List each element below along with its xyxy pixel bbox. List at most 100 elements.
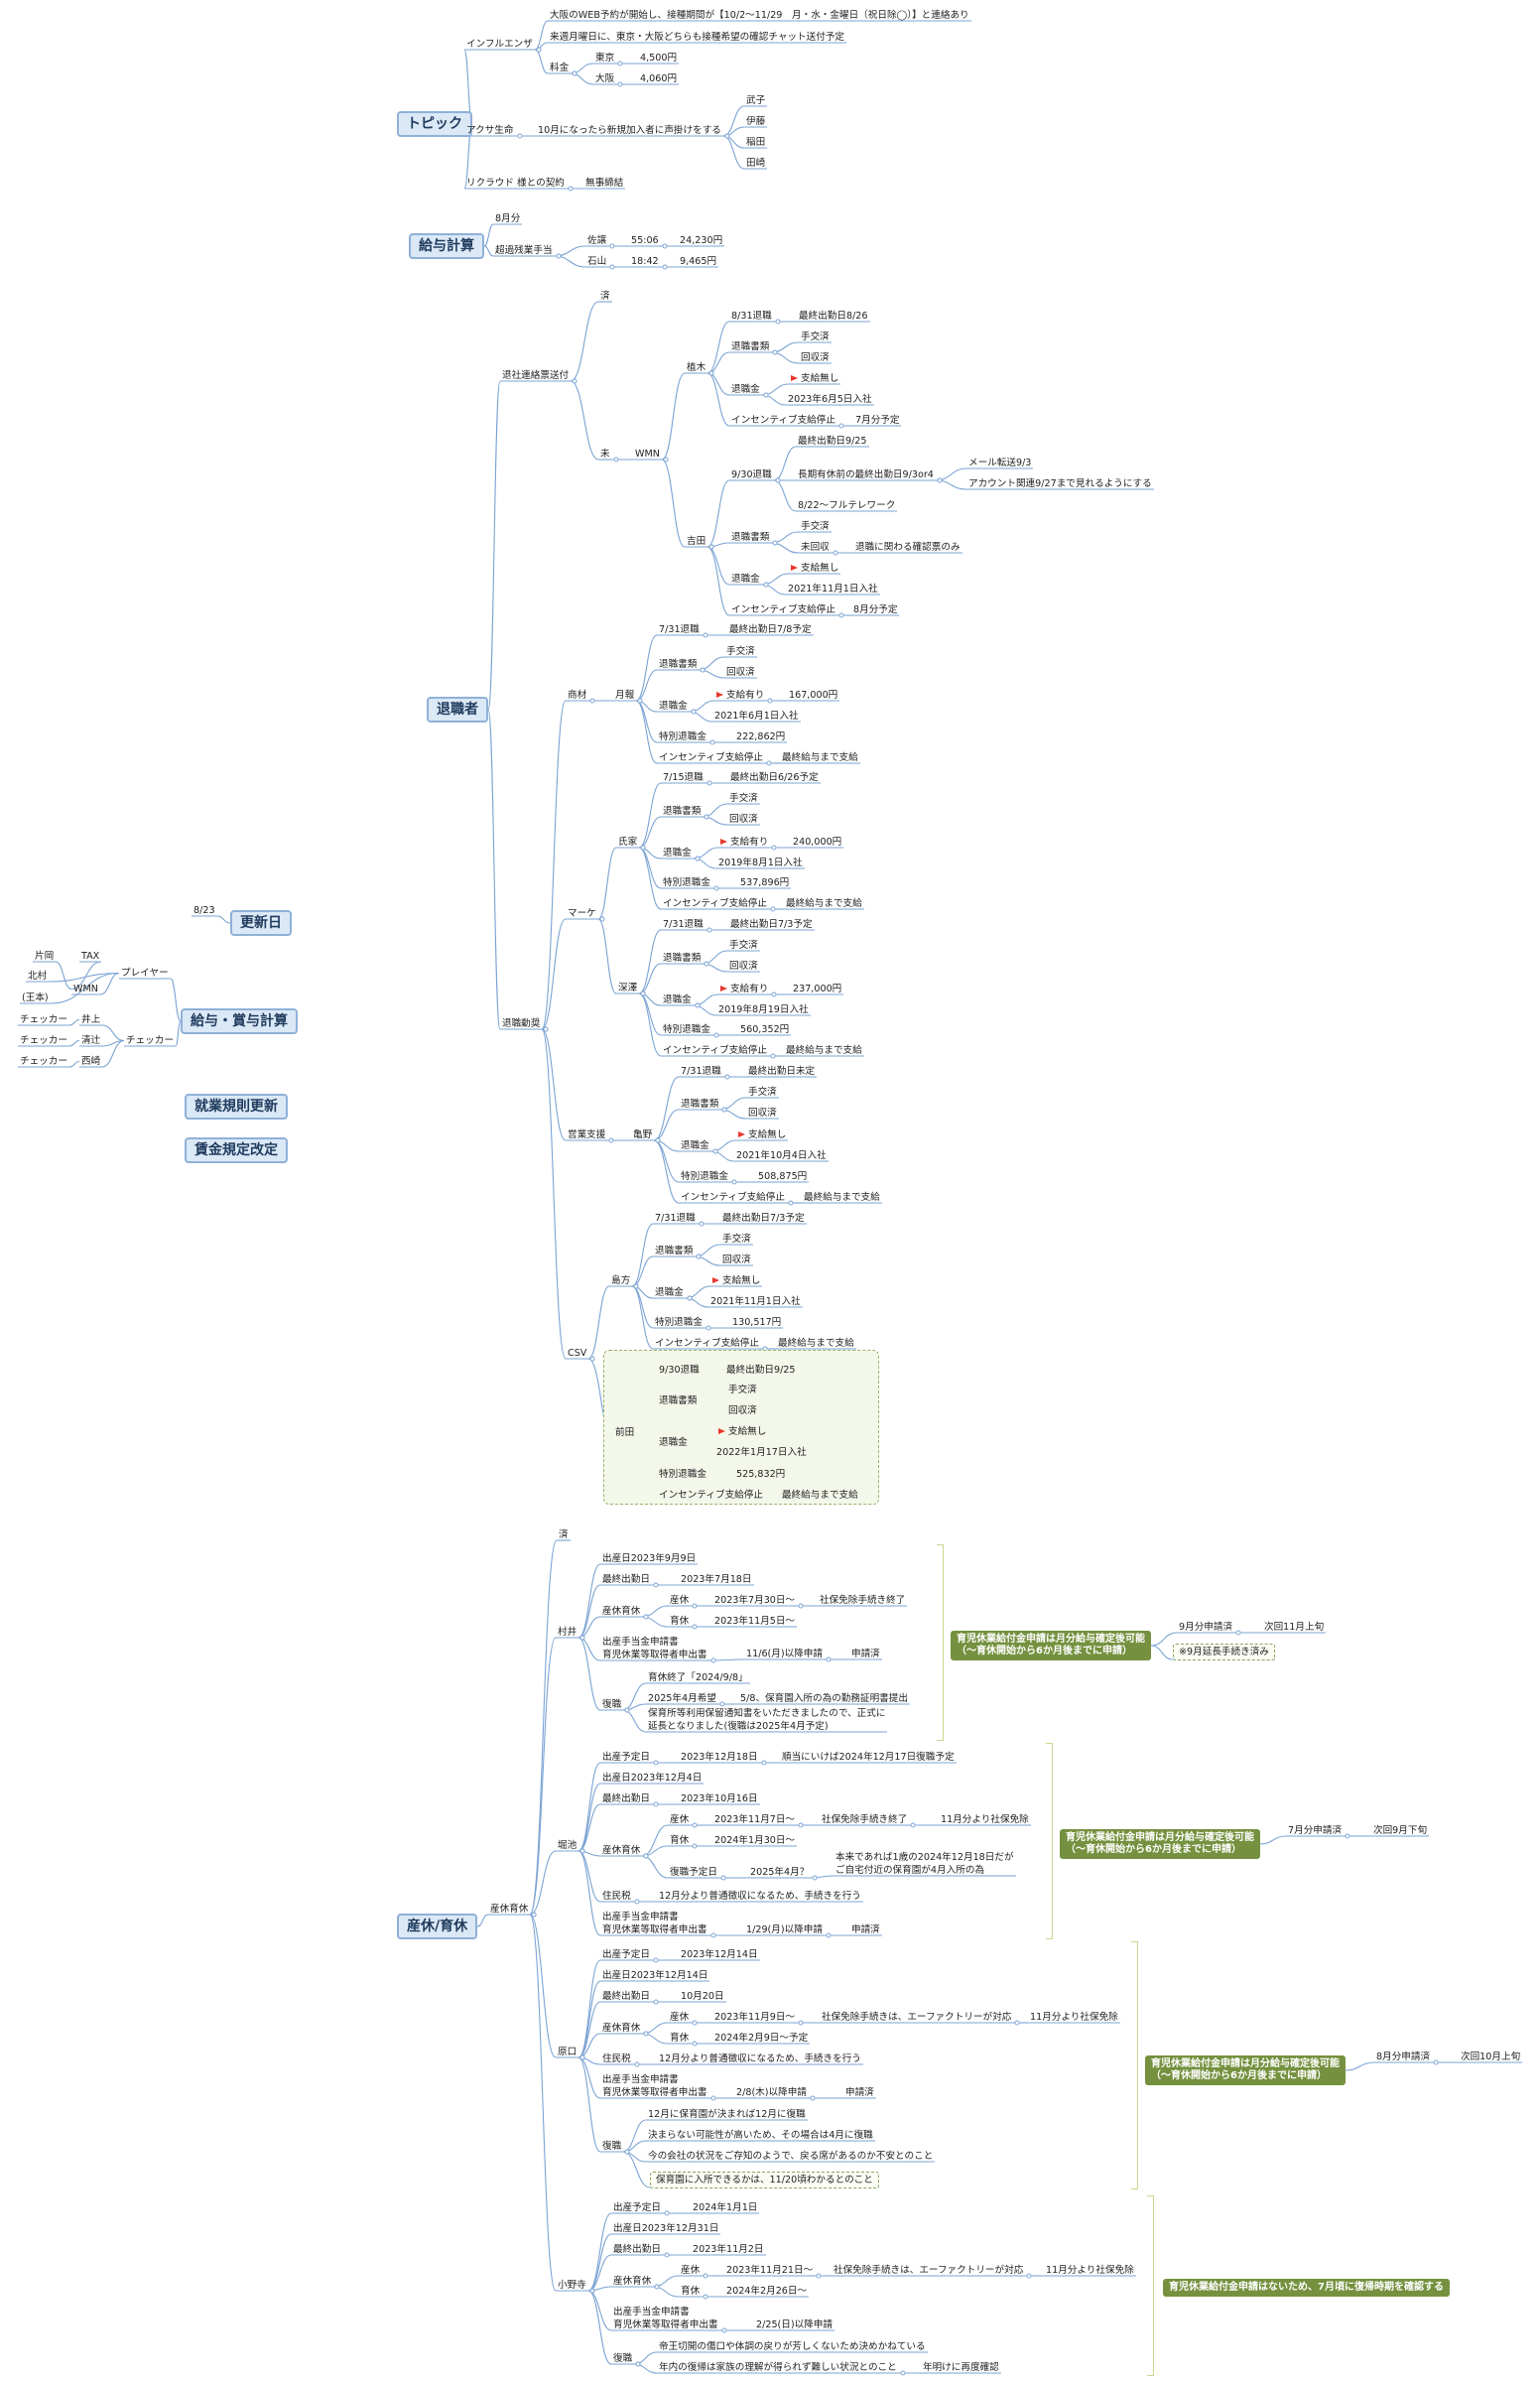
node-pay[interactable]: 給与計算 — [409, 233, 484, 259]
node-mu5a[interactable]: 育休終了「2024/9/8」 — [648, 1672, 748, 1683]
node-tb3b[interactable]: 2021年6月1日入社 — [714, 711, 799, 722]
node-tb1[interactable]: 7/31退職 — [659, 624, 700, 635]
node-asahi[interactable]: アクサ生命 — [466, 125, 514, 136]
node-ks4[interactable]: 特別退職金 — [655, 1317, 703, 1328]
node-player[interactable]: プレイヤー — [121, 968, 169, 979]
node-hr6v2[interactable]: 申請済 — [851, 1924, 880, 1935]
node-kameno[interactable]: 亀野 — [633, 1129, 653, 1140]
node-uj5v[interactable]: 最終給与まで支給 — [786, 898, 862, 909]
node-ys2a[interactable]: 手交済 — [801, 521, 830, 532]
node-g1a[interactable]: 9月分申請済 — [1179, 1622, 1233, 1633]
node-g1b[interactable]: ※9月延長手続き済み — [1173, 1644, 1275, 1660]
node-fk5v[interactable]: 最終給与まで支給 — [786, 1045, 862, 1056]
node-hg1v[interactable]: 2023年12月14日 — [681, 1949, 758, 1960]
node-g4[interactable]: 育児休業給付金申請はないため、7月頃に復帰時期を確認する — [1163, 2279, 1450, 2297]
node-km1v[interactable]: 最終出勤日未定 — [748, 1066, 816, 1077]
node-fk3av[interactable]: 237,000円 — [793, 984, 842, 994]
node-ys2b[interactable]: 未回収 — [801, 542, 830, 553]
node-fk4v[interactable]: 560,352円 — [740, 1024, 790, 1035]
node-p2[interactable]: 伊藤 — [746, 116, 766, 127]
node-mu1[interactable]: 出産日2023年9月9日 — [602, 1553, 697, 1564]
node-hr6v[interactable]: 1/29(月)以降申請 — [746, 1924, 823, 1935]
node-uj1[interactable]: 7/15退職 — [663, 772, 704, 783]
node-maeda[interactable]: 前田 — [615, 1427, 635, 1438]
node-hr6[interactable]: 出産手当金申請書 育児休業等取得者申出書 — [602, 1912, 707, 1935]
node-ys4[interactable]: インセンティブ支給停止 — [731, 604, 835, 615]
node-pl-tax[interactable]: TAX — [81, 951, 100, 962]
node-hg2[interactable]: 出産日2023年12月14日 — [602, 1970, 708, 1981]
node-md5[interactable]: インセンティブ支給停止 — [659, 1490, 763, 1501]
node-fk2[interactable]: 退職書類 — [663, 953, 702, 964]
node-ot-a1[interactable]: 55:06 — [631, 235, 659, 246]
node-hr5[interactable]: 住民税 — [602, 1891, 631, 1902]
node-ks1v[interactable]: 最終出勤日7/3予定 — [722, 1213, 805, 1224]
node-hr4bv[interactable]: 2024年1月30日〜 — [714, 1835, 796, 1846]
node-ret[interactable]: 退職者 — [427, 697, 488, 723]
node-hr4cv2[interactable]: 本来であれば1歳の2024年12月18日だが ご自宅付近の保育園が4月入所の為 — [835, 1852, 1014, 1876]
node-mu3av[interactable]: 2023年7月30日〜 — [714, 1595, 796, 1606]
node-hg1[interactable]: 出産予定日 — [602, 1949, 650, 1960]
node-ot-b2[interactable]: 9,465円 — [680, 256, 717, 267]
node-on4b[interactable]: 育休 — [681, 2286, 701, 2297]
node-hg7b[interactable]: 決まらない可能性が高いため、その場合は4月に復職 — [648, 2130, 873, 2141]
node-fk3a[interactable]: 支給有り — [718, 983, 770, 995]
node-uj2[interactable]: 退職書類 — [663, 806, 702, 817]
node-ts3[interactable]: 退職金 — [731, 384, 760, 395]
node-md5v[interactable]: 最終給与まで支給 — [782, 1490, 858, 1501]
node-km2b[interactable]: 回収済 — [748, 1108, 777, 1119]
node-pl-kata[interactable]: 片岡 — [35, 951, 55, 962]
node-km4v[interactable]: 508,875円 — [758, 1171, 808, 1182]
node-ch2l[interactable]: チェッカー — [20, 1035, 67, 1046]
node-leave[interactable]: 産休/育休 — [397, 1914, 478, 1939]
node-km3b[interactable]: 2021年10月4日入社 — [736, 1150, 827, 1161]
node-ch2[interactable]: 清辻 — [81, 1035, 101, 1046]
node-undone[interactable]: 未 — [600, 449, 610, 460]
node-hr4av3[interactable]: 11月分より社保免除 — [941, 1814, 1029, 1825]
node-p4[interactable]: 田崎 — [746, 158, 766, 169]
node-tsukiban[interactable]: 月報 — [615, 690, 635, 701]
node-tb3a[interactable]: 支給有り — [714, 689, 766, 702]
node-tb5v[interactable]: 最終給与まで支給 — [782, 752, 858, 763]
node-tb1v[interactable]: 最終出勤日7/8予定 — [729, 624, 812, 635]
node-tb4[interactable]: 特別退職金 — [659, 731, 706, 742]
node-hg4av2[interactable]: 社保免除手続きは、エーファクトリーが対応 — [822, 2012, 1012, 2023]
node-pay-m[interactable]: 8月分 — [495, 213, 521, 224]
node-hg5v[interactable]: 12月分より普通徴収になるため、手続きを行う — [659, 2053, 861, 2064]
node-csv[interactable]: CSV — [568, 1348, 587, 1359]
node-hg4[interactable]: 産休育休 — [602, 2023, 641, 2034]
node-fk1[interactable]: 7/31退職 — [663, 919, 704, 930]
node-pl-iwa[interactable]: (王本) — [22, 993, 49, 1003]
node-uj2b[interactable]: 回収済 — [729, 814, 758, 825]
node-fukasawa[interactable]: 深澤 — [618, 983, 638, 993]
node-rules[interactable]: 就業規則更新 — [185, 1094, 288, 1120]
node-tb5[interactable]: インセンティブ支給停止 — [659, 752, 763, 763]
node-uj2a[interactable]: 手交済 — [729, 793, 758, 804]
node-on4av2[interactable]: 社保免除手続きは、エーファクトリーが対応 — [834, 2265, 1024, 2276]
node-hg6v2[interactable]: 申請済 — [845, 2087, 874, 2098]
node-ks1[interactable]: 7/31退職 — [655, 1213, 696, 1224]
node-g2av[interactable]: 次回9月下旬 — [1373, 1825, 1428, 1836]
node-hr1v2[interactable]: 順当にいけば2024年12月17日復職予定 — [782, 1752, 955, 1763]
node-ts4[interactable]: インセンティブ支給停止 — [731, 415, 835, 426]
node-fee[interactable]: 料金 — [550, 63, 570, 73]
node-on2[interactable]: 出産日2023年12月31日 — [613, 2223, 719, 2234]
node-mu3bv[interactable]: 2023年11月5日〜 — [714, 1616, 796, 1627]
node-pl-wmn[interactable]: WMN — [73, 984, 98, 994]
node-on5v[interactable]: 2/25(日)以降申請 — [756, 2319, 833, 2330]
node-tsuge[interactable]: 植木 — [687, 362, 706, 373]
node-hg7d[interactable]: 保育園に入所できるかは、11/20頃わかるとのこと — [650, 2172, 879, 2188]
node-hr4av2[interactable]: 社保免除手続き終了 — [822, 1814, 908, 1825]
node-on4av3[interactable]: 11月分より社保免除 — [1046, 2265, 1134, 2276]
node-mu4v[interactable]: 11/6(月)以降申請 — [746, 1649, 823, 1659]
node-md2a[interactable]: 手交済 — [728, 1385, 757, 1395]
node-hr4b[interactable]: 育休 — [670, 1835, 690, 1846]
node-hg3v[interactable]: 10月20日 — [681, 1991, 724, 2002]
node-ys1b1[interactable]: メール転送9/3 — [968, 458, 1032, 468]
node-mu3[interactable]: 産休育休 — [602, 1606, 641, 1617]
node-uj3a[interactable]: 支給有り — [718, 836, 770, 849]
node-flu1[interactable]: 大阪のWEB予約が開始し、接種期間が【10/2〜11/29 月・水・金曜日（祝日… — [550, 10, 969, 21]
node-ys1b2[interactable]: アカウント関連9/27まで見れるようにする — [968, 478, 1152, 489]
node-mu3b[interactable]: 育休 — [670, 1616, 690, 1627]
node-mktg[interactable]: 商材 — [568, 690, 587, 701]
node-g3av[interactable]: 次回10月上旬 — [1461, 2052, 1521, 2062]
